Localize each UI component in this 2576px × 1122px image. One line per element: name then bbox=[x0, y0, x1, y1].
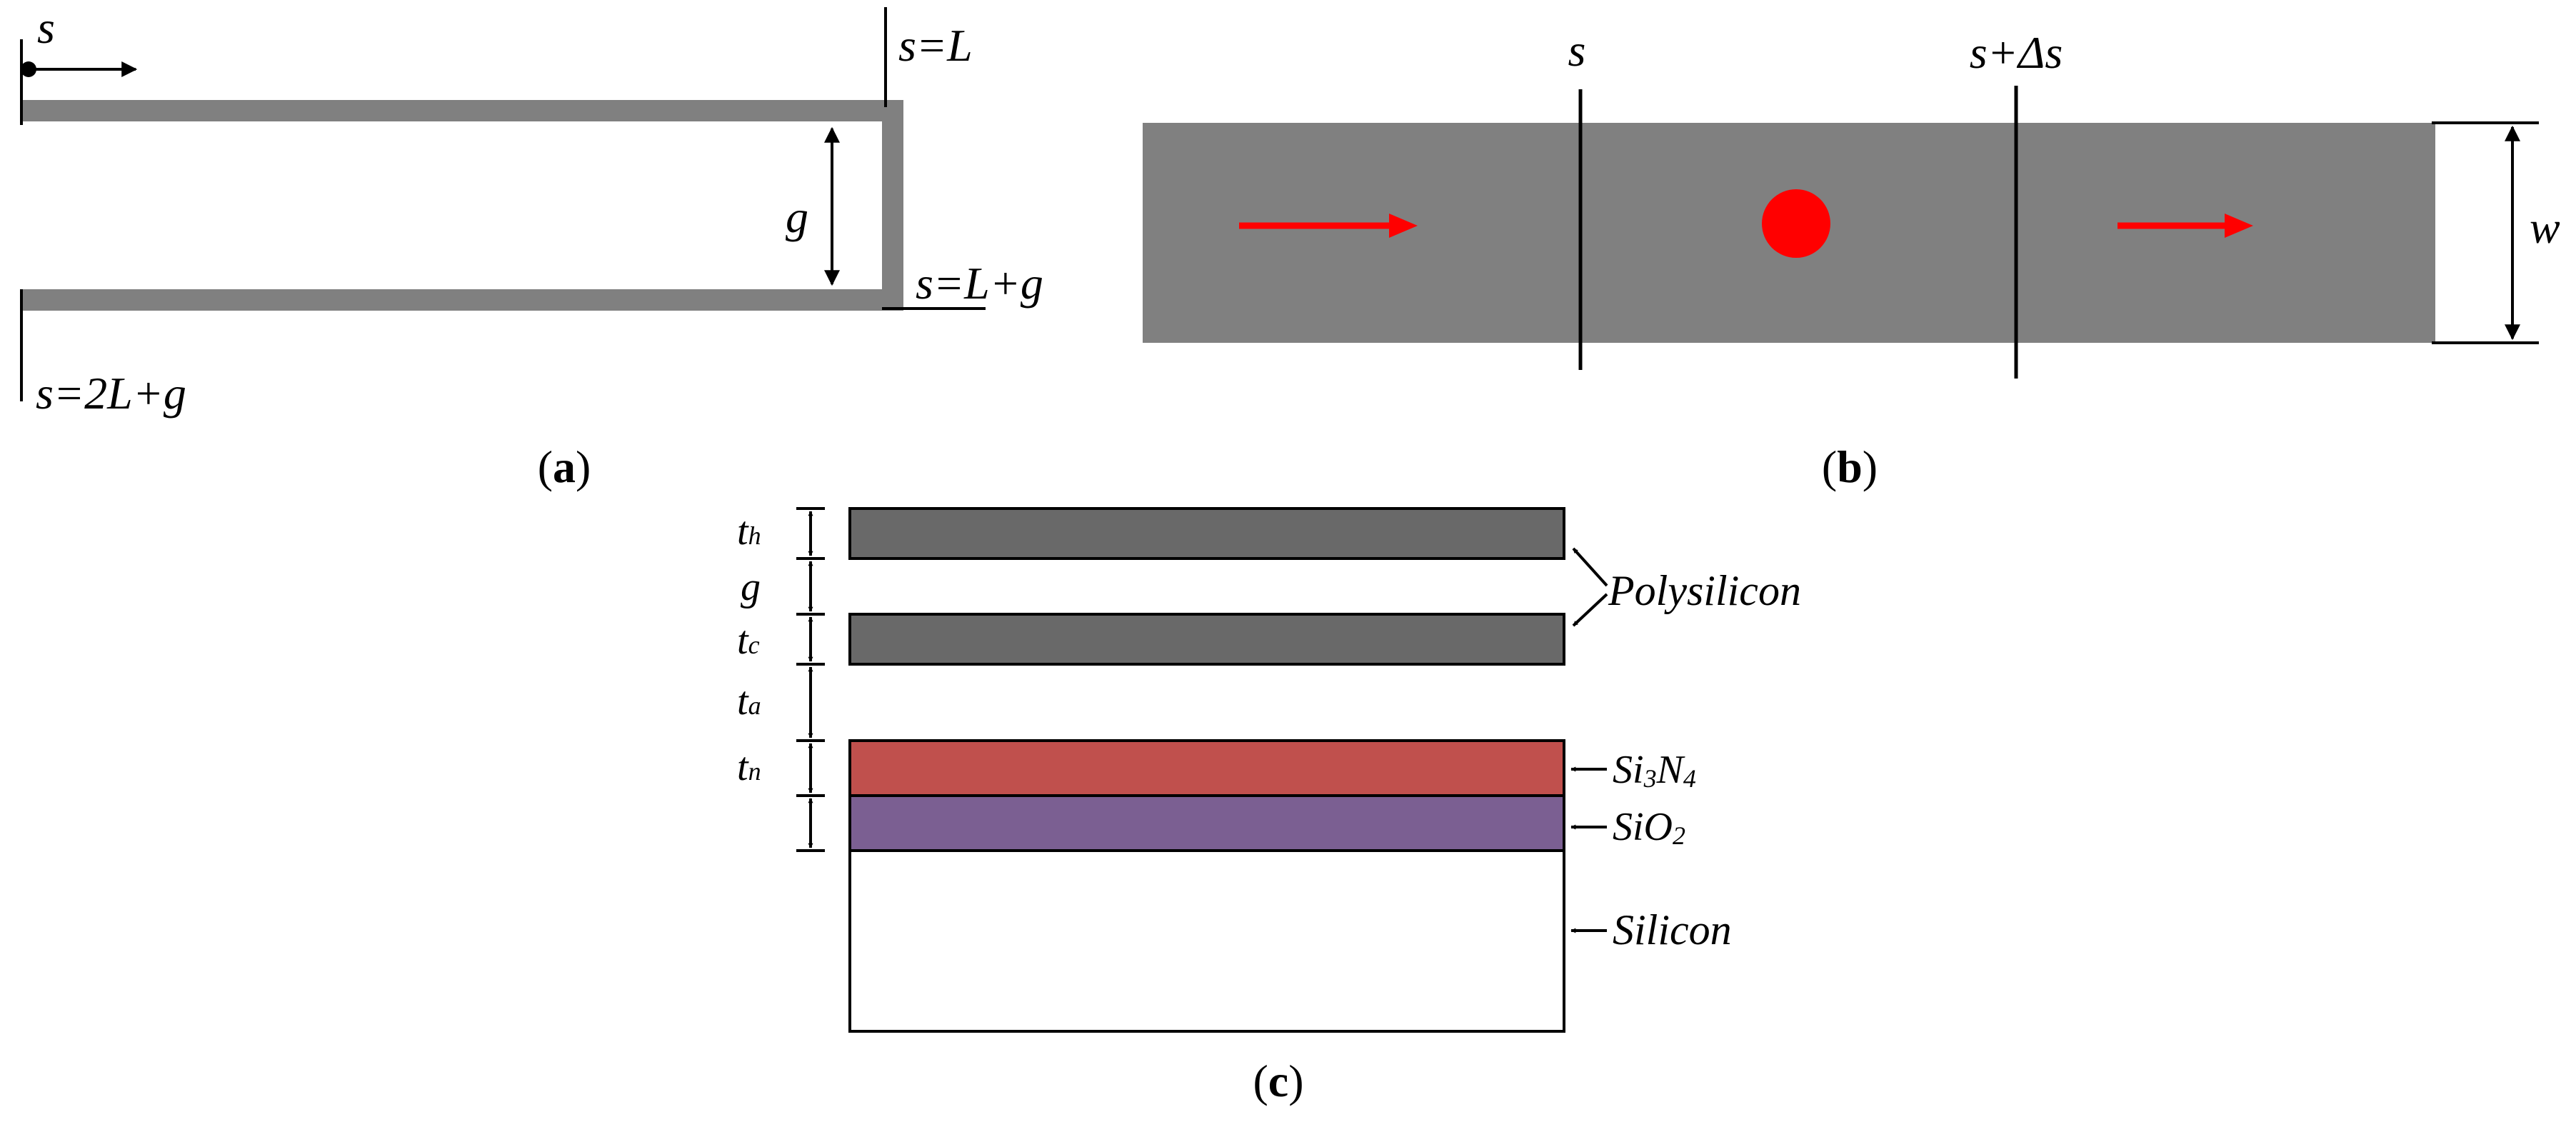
label-s-start: s bbox=[37, 2, 55, 53]
caption-b: (b) bbox=[1822, 441, 1878, 492]
label-si3n4: Si3N4 bbox=[1613, 748, 1696, 793]
label-tn: tn bbox=[737, 745, 761, 789]
label-gap: g bbox=[786, 191, 808, 242]
pointer-polysilicon-bottom bbox=[1572, 593, 1608, 627]
thickness-dimensions bbox=[796, 507, 825, 852]
label-s-equals-L-plus-g: s=L+g bbox=[916, 258, 1043, 309]
label-s-plus-delta-s: s+Δs bbox=[1970, 27, 2063, 78]
label-silicon: Silicon bbox=[1613, 906, 1732, 953]
sio2-layer bbox=[848, 794, 1565, 852]
silicon-substrate bbox=[848, 849, 1565, 1033]
label-polysilicon: Polysilicon bbox=[1608, 567, 1801, 614]
element-dot bbox=[1762, 189, 1830, 258]
layer-pointers bbox=[1570, 547, 1608, 933]
flow-arrow-right-head bbox=[2225, 214, 2253, 238]
si3n4-layer bbox=[848, 739, 1565, 797]
label-s: s bbox=[1568, 25, 1586, 76]
caption-c: (c) bbox=[1253, 1056, 1303, 1106]
polysilicon-bottom-layer bbox=[848, 613, 1565, 666]
label-s-equals-2L-plus-g: s=2L+g bbox=[36, 368, 186, 419]
label-s-equals-L: s=L bbox=[898, 20, 973, 71]
label-g: g bbox=[741, 565, 761, 609]
pointer-polysilicon-top bbox=[1572, 547, 1608, 587]
label-tc: tc bbox=[737, 618, 760, 663]
label-sio2: SiO2 bbox=[1613, 805, 1685, 850]
flow-arrow-left-head bbox=[1389, 214, 1418, 238]
label-th: th bbox=[737, 509, 761, 554]
polysilicon-top-layer bbox=[848, 507, 1565, 560]
panel-b: s s+Δs w (b) bbox=[1143, 25, 2560, 492]
panel-c: th g tc ta tn Polysilicon Si3N4 SiO2 Sil… bbox=[737, 507, 1801, 1106]
u-shaped-beam bbox=[21, 100, 903, 311]
label-ta: ta bbox=[737, 679, 761, 723]
label-w: w bbox=[2530, 202, 2560, 253]
caption-a: (a) bbox=[538, 441, 591, 492]
panel-a: s s=L g s=L+g s=2L+g (a) bbox=[20, 2, 1043, 492]
